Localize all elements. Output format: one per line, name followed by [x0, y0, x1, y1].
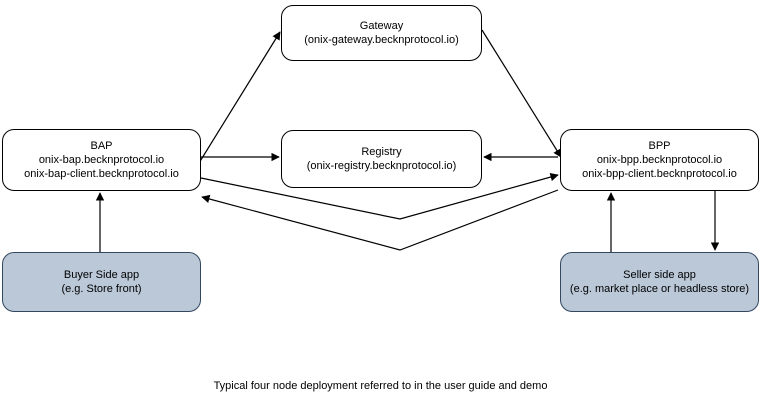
node-bpp-host: onix-bpp.becknprotocol.io — [596, 153, 723, 166]
edge-bpp-to-bap — [201, 189, 559, 251]
node-gateway-subtitle: (onix-gateway.becknprotocol.io) — [304, 34, 459, 46]
node-bpp-client-host: onix-bpp-client.becknprotocol.io — [582, 168, 737, 181]
edge-gateway-to-bpp — [481, 29, 562, 158]
node-registry-subtitle: (onix-registry.becknprotocol.io) — [306, 160, 457, 172]
edge-bap-to-gateway — [198, 31, 281, 164]
node-registry-title: Registry — [361, 145, 402, 158]
node-registry[interactable]: Registry (onix-registry.becknprotocol.io… — [281, 130, 482, 188]
node-gateway-title: Gateway — [359, 19, 404, 32]
diagram-caption: Typical four node deployment referred to… — [213, 380, 548, 392]
node-bap-host: onix-bap.becknprotocol.io — [38, 153, 165, 166]
node-bpp[interactable]: BPP onix-bpp.becknprotocol.io onix-bpp-c… — [560, 129, 759, 191]
node-buyer-side-app-title: Buyer Side app — [63, 268, 140, 281]
node-bap[interactable]: BAP onix-bap.becknprotocol.io onix-bap-c… — [2, 129, 201, 191]
node-bpp-title: BPP — [648, 139, 671, 152]
node-bap-title: BAP — [90, 139, 113, 152]
node-buyer-side-app-subtitle: (e.g. Store front) — [61, 283, 142, 295]
node-seller-side-app-subtitle: (e.g. market place or headless store) — [569, 283, 750, 295]
node-seller-side-app[interactable]: Seller side app (e.g. market place or he… — [560, 252, 759, 312]
node-seller-side-app-title: Seller side app — [623, 268, 696, 281]
node-buyer-side-app[interactable]: Buyer Side app (e.g. Store front) — [2, 252, 201, 312]
node-bap-client-host: onix-bap-client.becknprotocol.io — [24, 168, 179, 181]
node-gateway[interactable]: Gateway (onix-gateway.becknprotocol.io) — [281, 5, 482, 61]
